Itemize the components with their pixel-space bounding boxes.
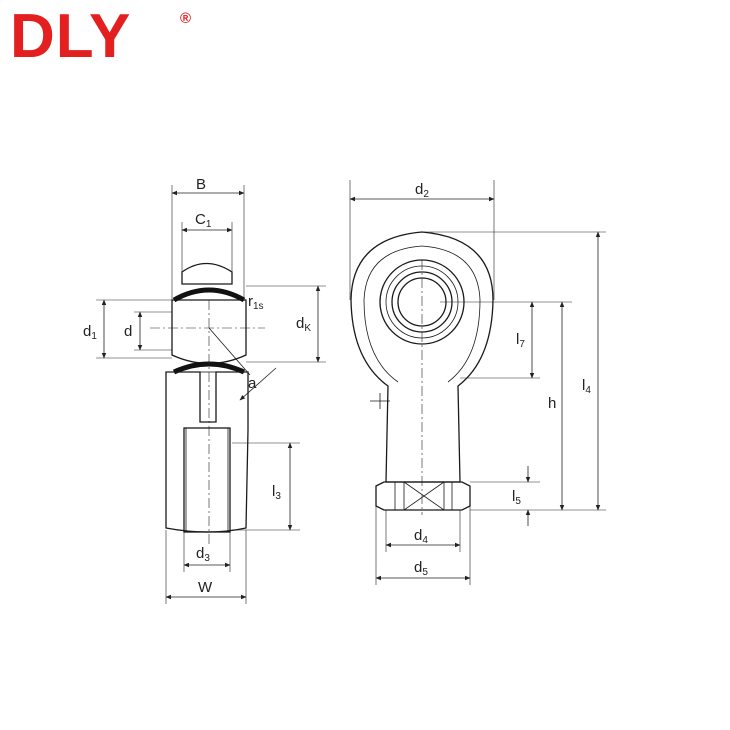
logo-text: DLY: [10, 2, 132, 71]
label-d4: d4: [414, 527, 428, 546]
label-d: d: [124, 323, 132, 340]
hex-section: [375, 481, 471, 511]
front-view: [350, 231, 494, 515]
threaded-bore: [183, 427, 231, 533]
label-r1s: r1s: [248, 293, 264, 312]
label-w: W: [198, 579, 213, 596]
label-l3: l3: [272, 483, 281, 502]
front-view-dimensions: d2 l4 h l7 l5 d4 d5: [349, 180, 606, 585]
label-l7: l7: [516, 331, 525, 350]
brand-logo: DLY: [10, 6, 131, 68]
label-dk: dK: [296, 315, 311, 334]
label-h: h: [548, 395, 556, 412]
housing-body: [165, 371, 249, 533]
label-d5: d5: [414, 559, 428, 578]
label-d3: d3: [196, 545, 210, 564]
section-view-dimensions: B C1 d1 d r1s dK a l3 d3: [83, 176, 326, 604]
section-view: [150, 262, 265, 545]
registered-mark: ®: [180, 10, 192, 27]
label-c1: C1: [195, 211, 212, 230]
label-d2: d2: [415, 181, 429, 200]
label-l5: l5: [512, 488, 521, 507]
label-a: a: [248, 375, 257, 392]
label-b: B: [196, 176, 206, 193]
label-d1: d1: [83, 323, 97, 342]
label-l4: l4: [582, 377, 591, 396]
eye-outline: [350, 231, 494, 483]
